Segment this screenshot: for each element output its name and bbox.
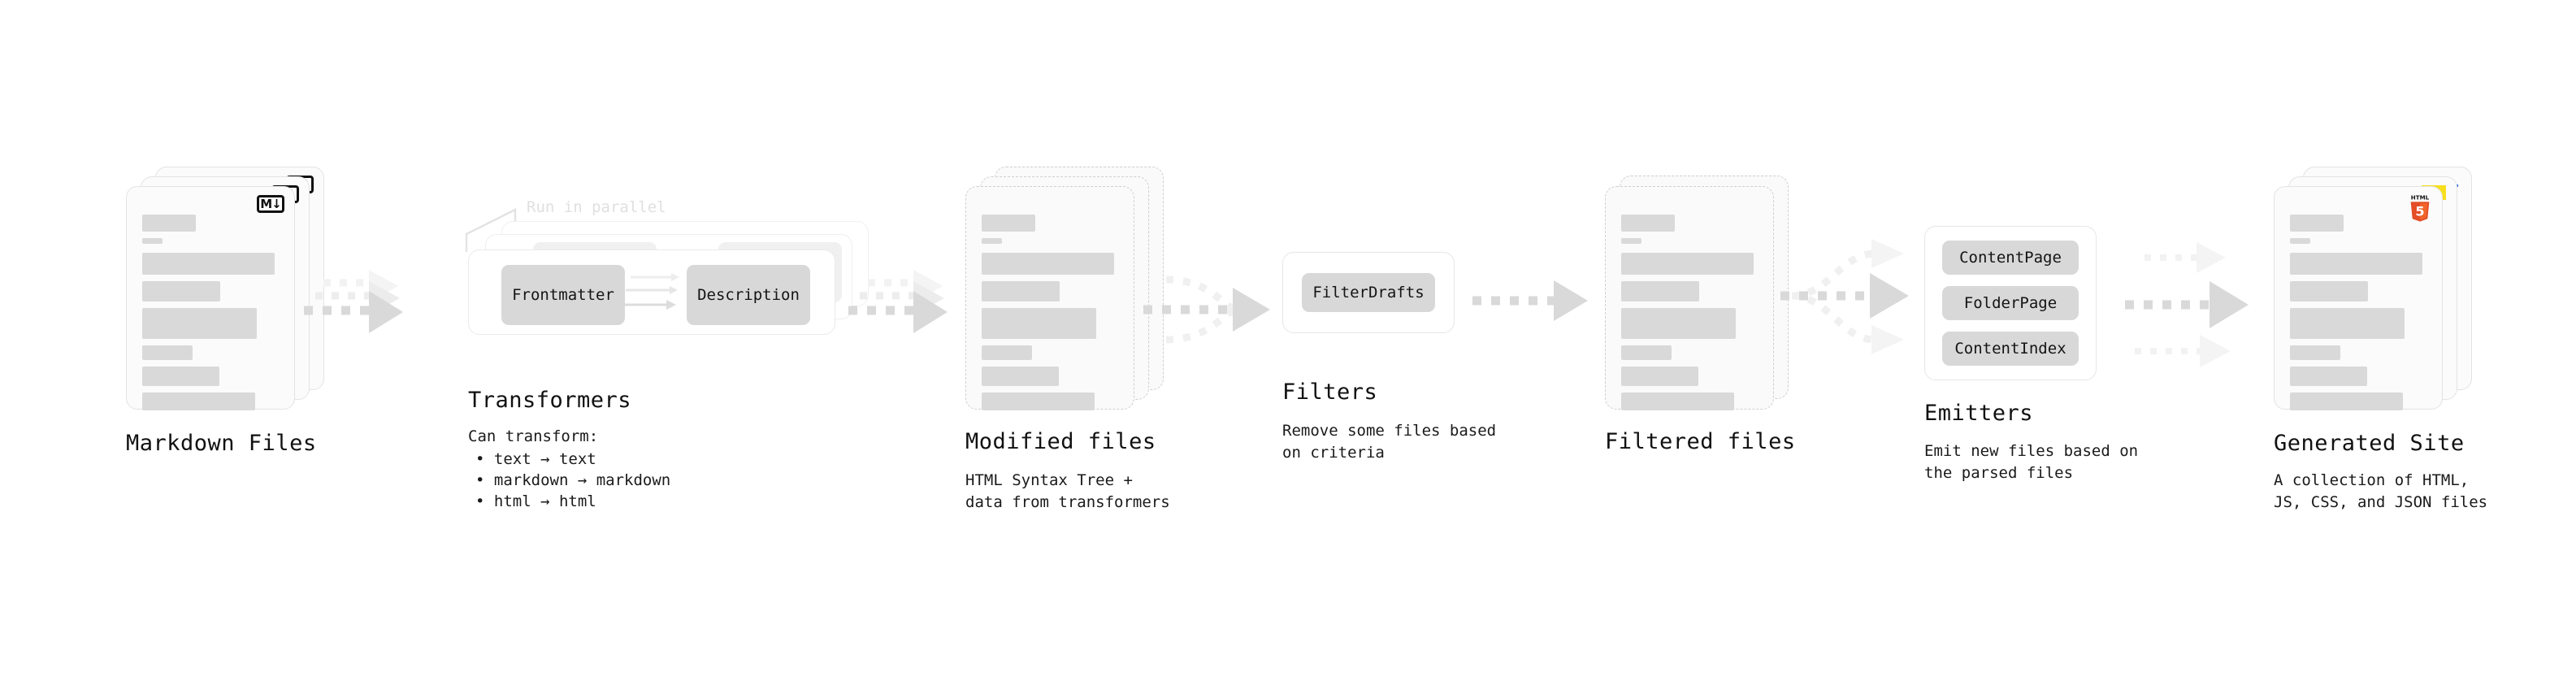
transformers-bullet-1: • markdown → markdown xyxy=(475,471,671,489)
transformers-subtitle: Can transform: xyxy=(468,427,599,445)
document-card-front: M↓ xyxy=(126,186,295,410)
connector-modified-to-filters xyxy=(1143,275,1270,344)
stage-title-modified-files: Modified files xyxy=(965,429,1156,454)
emitter-chip-folderpage[interactable]: FolderPage xyxy=(1942,286,2079,320)
connector-filters-to-filtered xyxy=(1472,280,1588,321)
document-card-front xyxy=(1605,186,1774,410)
stage-title-filters: Filters xyxy=(1282,380,1378,405)
stage-title-markdown-files: Markdown Files xyxy=(126,431,317,456)
transformer-chip-description[interactable]: Description xyxy=(687,265,810,325)
markdown-icon: M↓ xyxy=(257,195,284,213)
transformers-bullet-2: • html → html xyxy=(475,492,596,510)
connector-filtered-to-emitters xyxy=(1780,239,1909,354)
transformer-inner-arrows xyxy=(619,273,679,310)
stage-title-emitters: Emitters xyxy=(1924,401,2034,426)
run-in-parallel-note: Run in parallel xyxy=(527,198,666,216)
filter-chip-filterdrafts[interactable]: FilterDrafts xyxy=(1302,273,1435,312)
emitter-chip-contentindex[interactable]: ContentIndex xyxy=(1942,332,2079,366)
document-skeleton-lines xyxy=(1621,215,1760,417)
document-card-front xyxy=(965,186,1134,410)
document-skeleton-lines xyxy=(982,215,1121,417)
connector-md-to-transformers xyxy=(304,270,403,333)
stage-title-filtered-files: Filtered files xyxy=(1605,429,1796,454)
document-card-front: HTML 5 xyxy=(2274,186,2443,410)
generated-site-subtitle: A collection of HTML, JS, CSS, and JSON … xyxy=(2274,471,2488,511)
run-in-parallel-bracket xyxy=(465,208,517,252)
emitter-chip-contentpage[interactable]: ContentPage xyxy=(1942,241,2079,275)
document-skeleton-lines xyxy=(142,215,281,417)
modified-files-subtitle: HTML Syntax Tree + data from transformer… xyxy=(965,471,1170,511)
stage-title-generated-site: Generated Site xyxy=(2274,431,2465,456)
filters-subtitle: Remove some files based on criteria xyxy=(1282,422,1497,462)
document-skeleton-lines xyxy=(2290,215,2429,417)
emitters-subtitle: Emit new files based on the parsed files xyxy=(1924,442,2139,482)
connector-emitters-to-site xyxy=(2125,242,2249,367)
html5-icon: HTML 5 xyxy=(2410,194,2430,222)
transformers-bullet-0: • text → text xyxy=(475,450,596,468)
stage-title-transformers: Transformers xyxy=(468,388,632,413)
svg-text:HTML: HTML xyxy=(2411,194,2430,202)
transformer-chip-frontmatter[interactable]: Frontmatter xyxy=(501,265,625,325)
svg-text:5: 5 xyxy=(2415,203,2424,219)
connector-transformers-to-modified xyxy=(848,270,948,333)
